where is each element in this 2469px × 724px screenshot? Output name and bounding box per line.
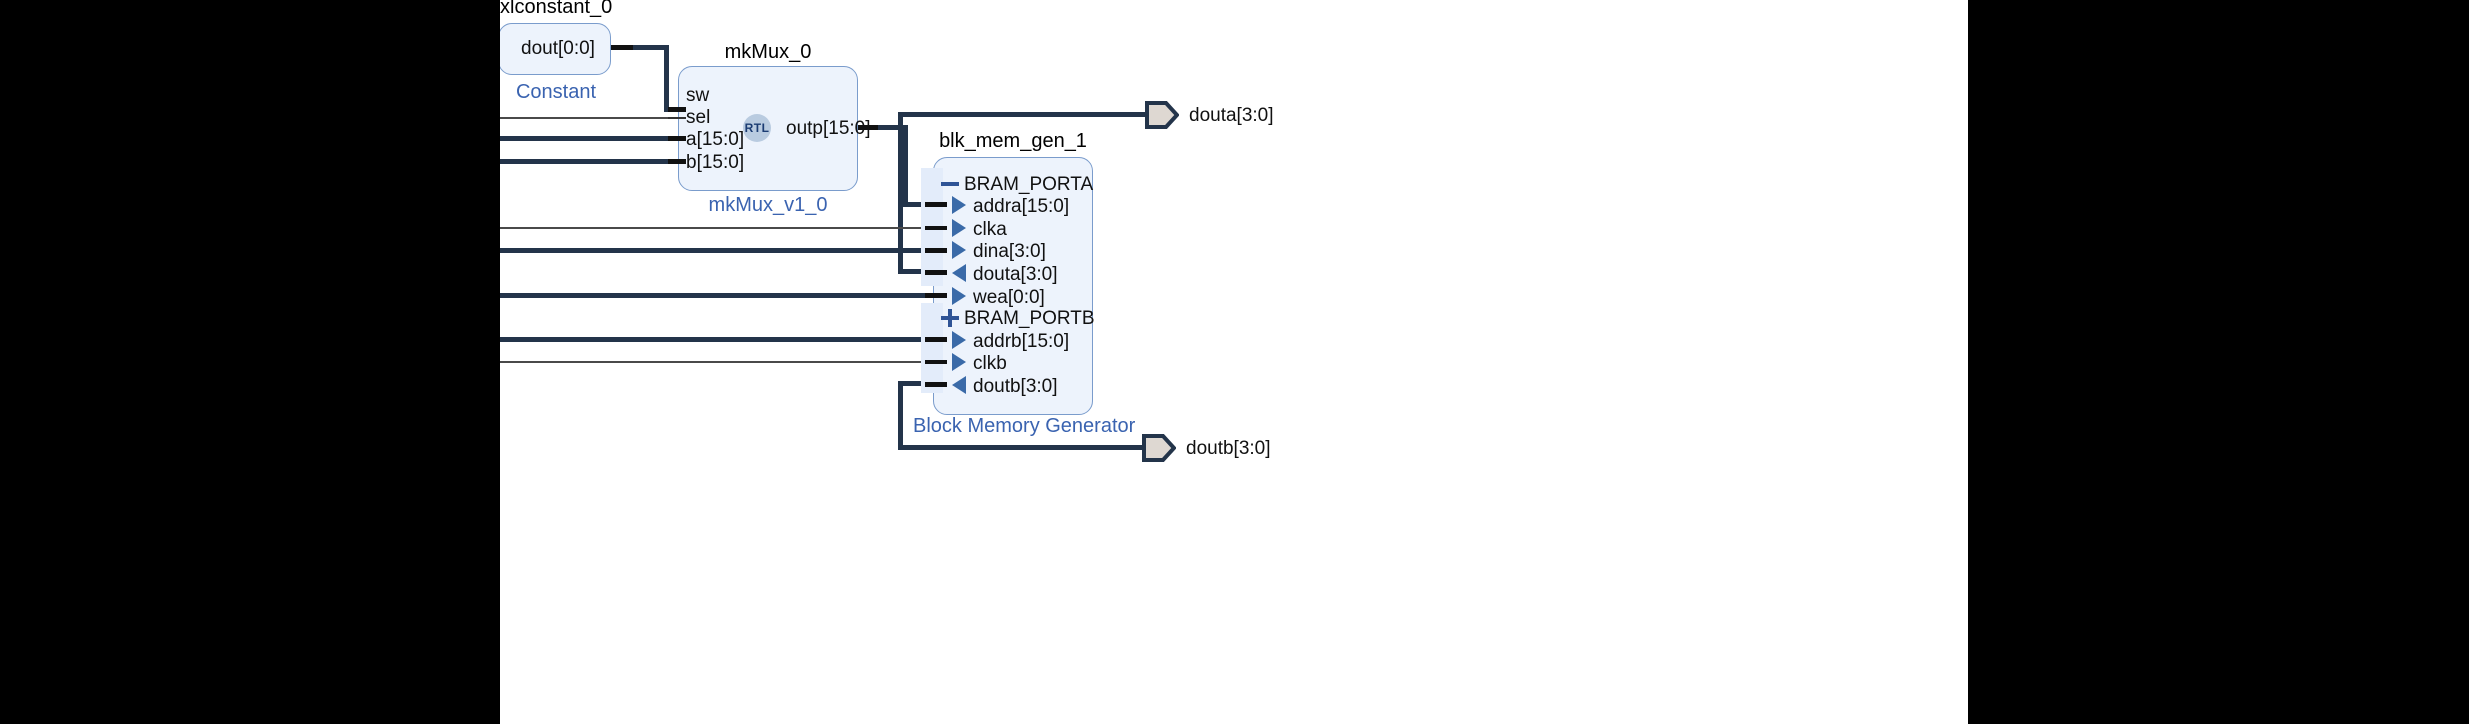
mkmux-sel-label: sel — [686, 107, 711, 128]
bram-portb-strip — [921, 303, 943, 393]
bram-addrb-dir-icon — [952, 331, 966, 349]
bram-porta-bus-bars — [923, 172, 939, 198]
mkmux-outp-label: outp[15:0] — [786, 118, 871, 139]
port-douta[interactable]: douta[3:0] — [1145, 101, 1274, 129]
bram-addra-label: addra[15:0] — [973, 196, 1070, 217]
bram-doutb-stub — [925, 382, 947, 387]
rtl-badge-text: RTL — [744, 121, 770, 135]
bram-portb-bus-bars — [923, 306, 939, 332]
port-doutb-pentagon-icon — [1142, 434, 1176, 462]
wire-douta-h-stub — [898, 269, 936, 274]
mkmux-sel-stub — [668, 117, 686, 119]
bram-clkb-label: clkb — [973, 353, 1007, 374]
bram-block-name: blk_mem_gen_1 — [939, 130, 1087, 152]
xlconstant-dout-label: dout[0:0] — [521, 38, 595, 59]
bram-dina-dir-icon — [952, 241, 966, 259]
port-doutb-label: doutb[3:0] — [1186, 438, 1271, 459]
mkmux-block-name: mkMux_0 — [724, 41, 812, 63]
bram-clkb-dir-icon — [952, 353, 966, 371]
bram-dina-label: dina[3:0] — [973, 241, 1046, 262]
bram-douta-label: douta[3:0] — [973, 264, 1058, 285]
wire-clkb — [500, 361, 933, 363]
bram-wea-dir-icon — [952, 287, 966, 305]
bram-douta-dir-icon — [952, 264, 966, 282]
bram-wea-stub — [925, 293, 947, 298]
wire-outp-v — [903, 125, 908, 205]
wire-dina — [500, 248, 933, 253]
mkmux-b-stub — [668, 159, 686, 164]
bram-porta-collapse-minus-icon[interactable] — [940, 174, 960, 194]
port-douta-pentagon-icon — [1145, 101, 1179, 129]
mkmux-outp-stub — [858, 125, 878, 130]
wire-clka — [500, 227, 933, 229]
bram-addra-stub — [925, 202, 947, 207]
wire-douta-v — [898, 112, 903, 274]
letterbox-left — [0, 0, 500, 724]
mkmux-a-stub — [668, 136, 686, 141]
port-doutb[interactable]: doutb[3:0] — [1142, 434, 1271, 462]
wire-outp-h2 — [903, 202, 933, 207]
bram-wea-label: wea[0:0] — [973, 287, 1045, 308]
rtl-badge: RTL — [743, 114, 771, 142]
wire-const-dout-to-sw-v — [664, 45, 669, 112]
bram-addra-dir-icon — [952, 196, 966, 214]
xlconstant-block[interactable] — [500, 23, 611, 75]
bram-clka-dir-icon — [952, 219, 966, 237]
wire-sel-to-mux-sel — [500, 117, 686, 119]
bram-portb-expand-plus-icon[interactable] — [940, 308, 960, 328]
block-design-canvas[interactable]: xlconstant_0 dout[0:0] Constant mkMux_0 … — [500, 0, 1968, 724]
mkmux-sw-stub — [668, 107, 686, 112]
bram-addrb-label: addrb[15:0] — [973, 331, 1070, 352]
wire-wea — [500, 293, 933, 298]
mkmux-sw-label: sw — [686, 85, 710, 106]
wire-const-dout-to-sw-h1 — [611, 45, 669, 50]
mkmux-block-type: mkMux_v1_0 — [708, 194, 828, 216]
bram-doutb-label: doutb[3:0] — [973, 376, 1058, 397]
mkmux-b-label: b[15:0] — [686, 152, 745, 173]
bram-doutb-dir-icon — [952, 376, 966, 394]
wire-doutb-h-stub — [898, 381, 936, 386]
xlconstant-block-type: Constant — [515, 81, 597, 103]
mkmux-a-label: a[15:0] — [686, 129, 745, 150]
wire-addrb — [500, 337, 933, 342]
wire-outp-h1 — [858, 125, 908, 130]
bram-clka-stub — [925, 226, 947, 230]
bram-dina-stub — [925, 248, 947, 253]
wire-addra2-to-mux-b — [500, 159, 686, 164]
bram-porta-label: BRAM_PORTA — [964, 174, 1094, 195]
wire-addra1-to-mux-a — [500, 136, 686, 141]
bram-block-type: Block Memory Generator — [913, 415, 1136, 437]
bram-clka-label: clka — [973, 219, 1007, 240]
bram-douta-stub — [925, 270, 947, 275]
port-douta-label: douta[3:0] — [1189, 105, 1274, 126]
bram-clkb-stub — [925, 360, 947, 364]
wire-doutb-bottom — [898, 445, 1142, 450]
xlconstant-dout-stub — [611, 45, 633, 50]
bram-portb-label: BRAM_PORTB — [964, 308, 1095, 329]
wire-doutb-v — [898, 381, 903, 450]
letterbox-right — [1968, 0, 2469, 724]
wire-douta-top — [898, 112, 1145, 117]
xlconstant-block-name: xlconstant_0 — [500, 0, 613, 18]
bram-addrb-stub — [925, 337, 947, 342]
